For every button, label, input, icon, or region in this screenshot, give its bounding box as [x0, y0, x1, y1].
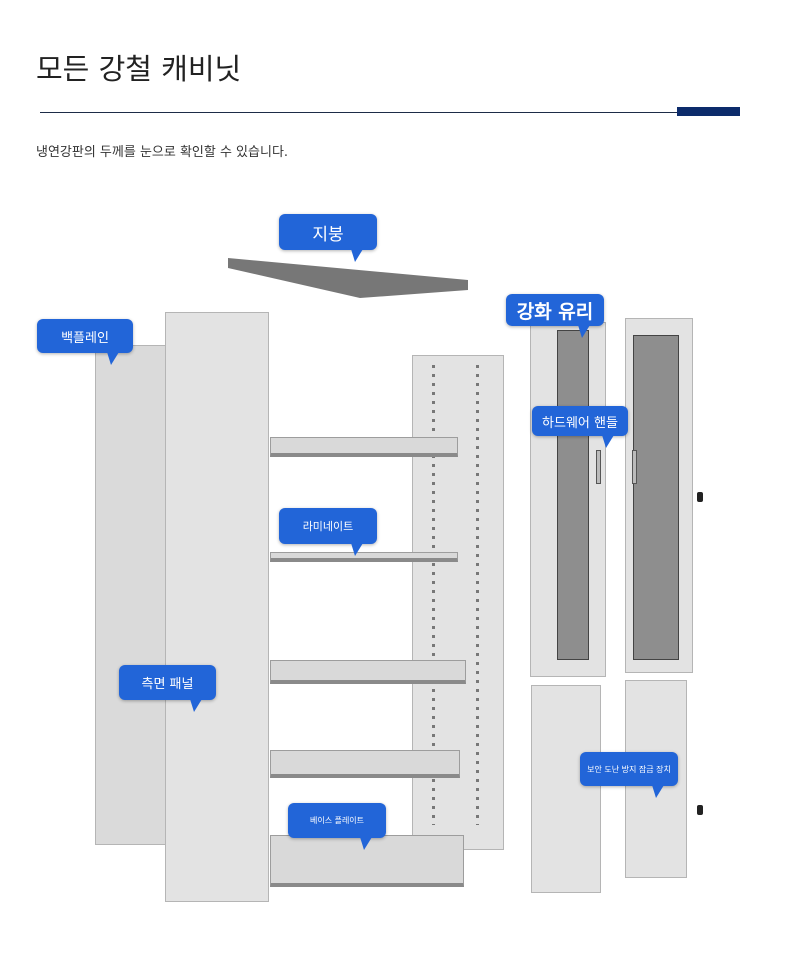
callout-laminate: 라미네이트 — [279, 508, 377, 556]
callout-side-panel: 측면 패널 — [119, 665, 216, 712]
shelf-part — [270, 750, 460, 778]
lower-door-left — [531, 685, 601, 893]
lock-icon — [697, 492, 703, 502]
callout-label: 하드웨어 핸들 — [542, 415, 618, 431]
callout-label: 베이스 플레이트 — [309, 816, 365, 825]
lock-icon — [697, 805, 703, 815]
shelf-part — [270, 437, 458, 457]
callout-base-plate: 베이스 플레이트 — [288, 803, 386, 850]
callout-label: 보안 도난 방지 잠금 장치 — [587, 764, 671, 774]
callout-hardware-handle: 하드웨어 핸들 — [532, 406, 628, 448]
side-panel-part — [165, 312, 269, 902]
page-subtitle: 냉연강판의 두께를 눈으로 확인할 수 있습니다. — [36, 145, 289, 160]
tempered-glass-pane — [557, 330, 589, 660]
callout-label: 강화 유리 — [516, 300, 594, 323]
callout-tempered-glass: 강화 유리 — [506, 294, 604, 338]
shelf-holes — [432, 365, 435, 825]
tempered-glass-pane — [633, 335, 679, 660]
shelf-holes — [476, 365, 479, 825]
callout-label: 라미네이트 — [302, 520, 354, 533]
shelf-part — [270, 660, 466, 684]
callout-label: 지붕 — [312, 224, 344, 245]
callout-back-plane: 백플레인 — [37, 319, 133, 365]
divider-accent — [677, 107, 740, 116]
callout-roof: 지붕 — [279, 214, 377, 262]
page-title: 모든 강철 캐비닛 — [36, 52, 242, 86]
shelf-part — [270, 552, 458, 562]
callout-label: 백플레인 — [61, 330, 109, 346]
callout-anti-theft-lock: 보안 도난 방지 잠금 장치 — [580, 752, 678, 798]
divider — [40, 112, 680, 113]
door-handle — [596, 450, 601, 484]
roof-part — [228, 258, 468, 298]
door-handle — [632, 450, 637, 484]
back-panel-part — [95, 345, 167, 845]
callout-label: 측면 패널 — [141, 677, 194, 692]
